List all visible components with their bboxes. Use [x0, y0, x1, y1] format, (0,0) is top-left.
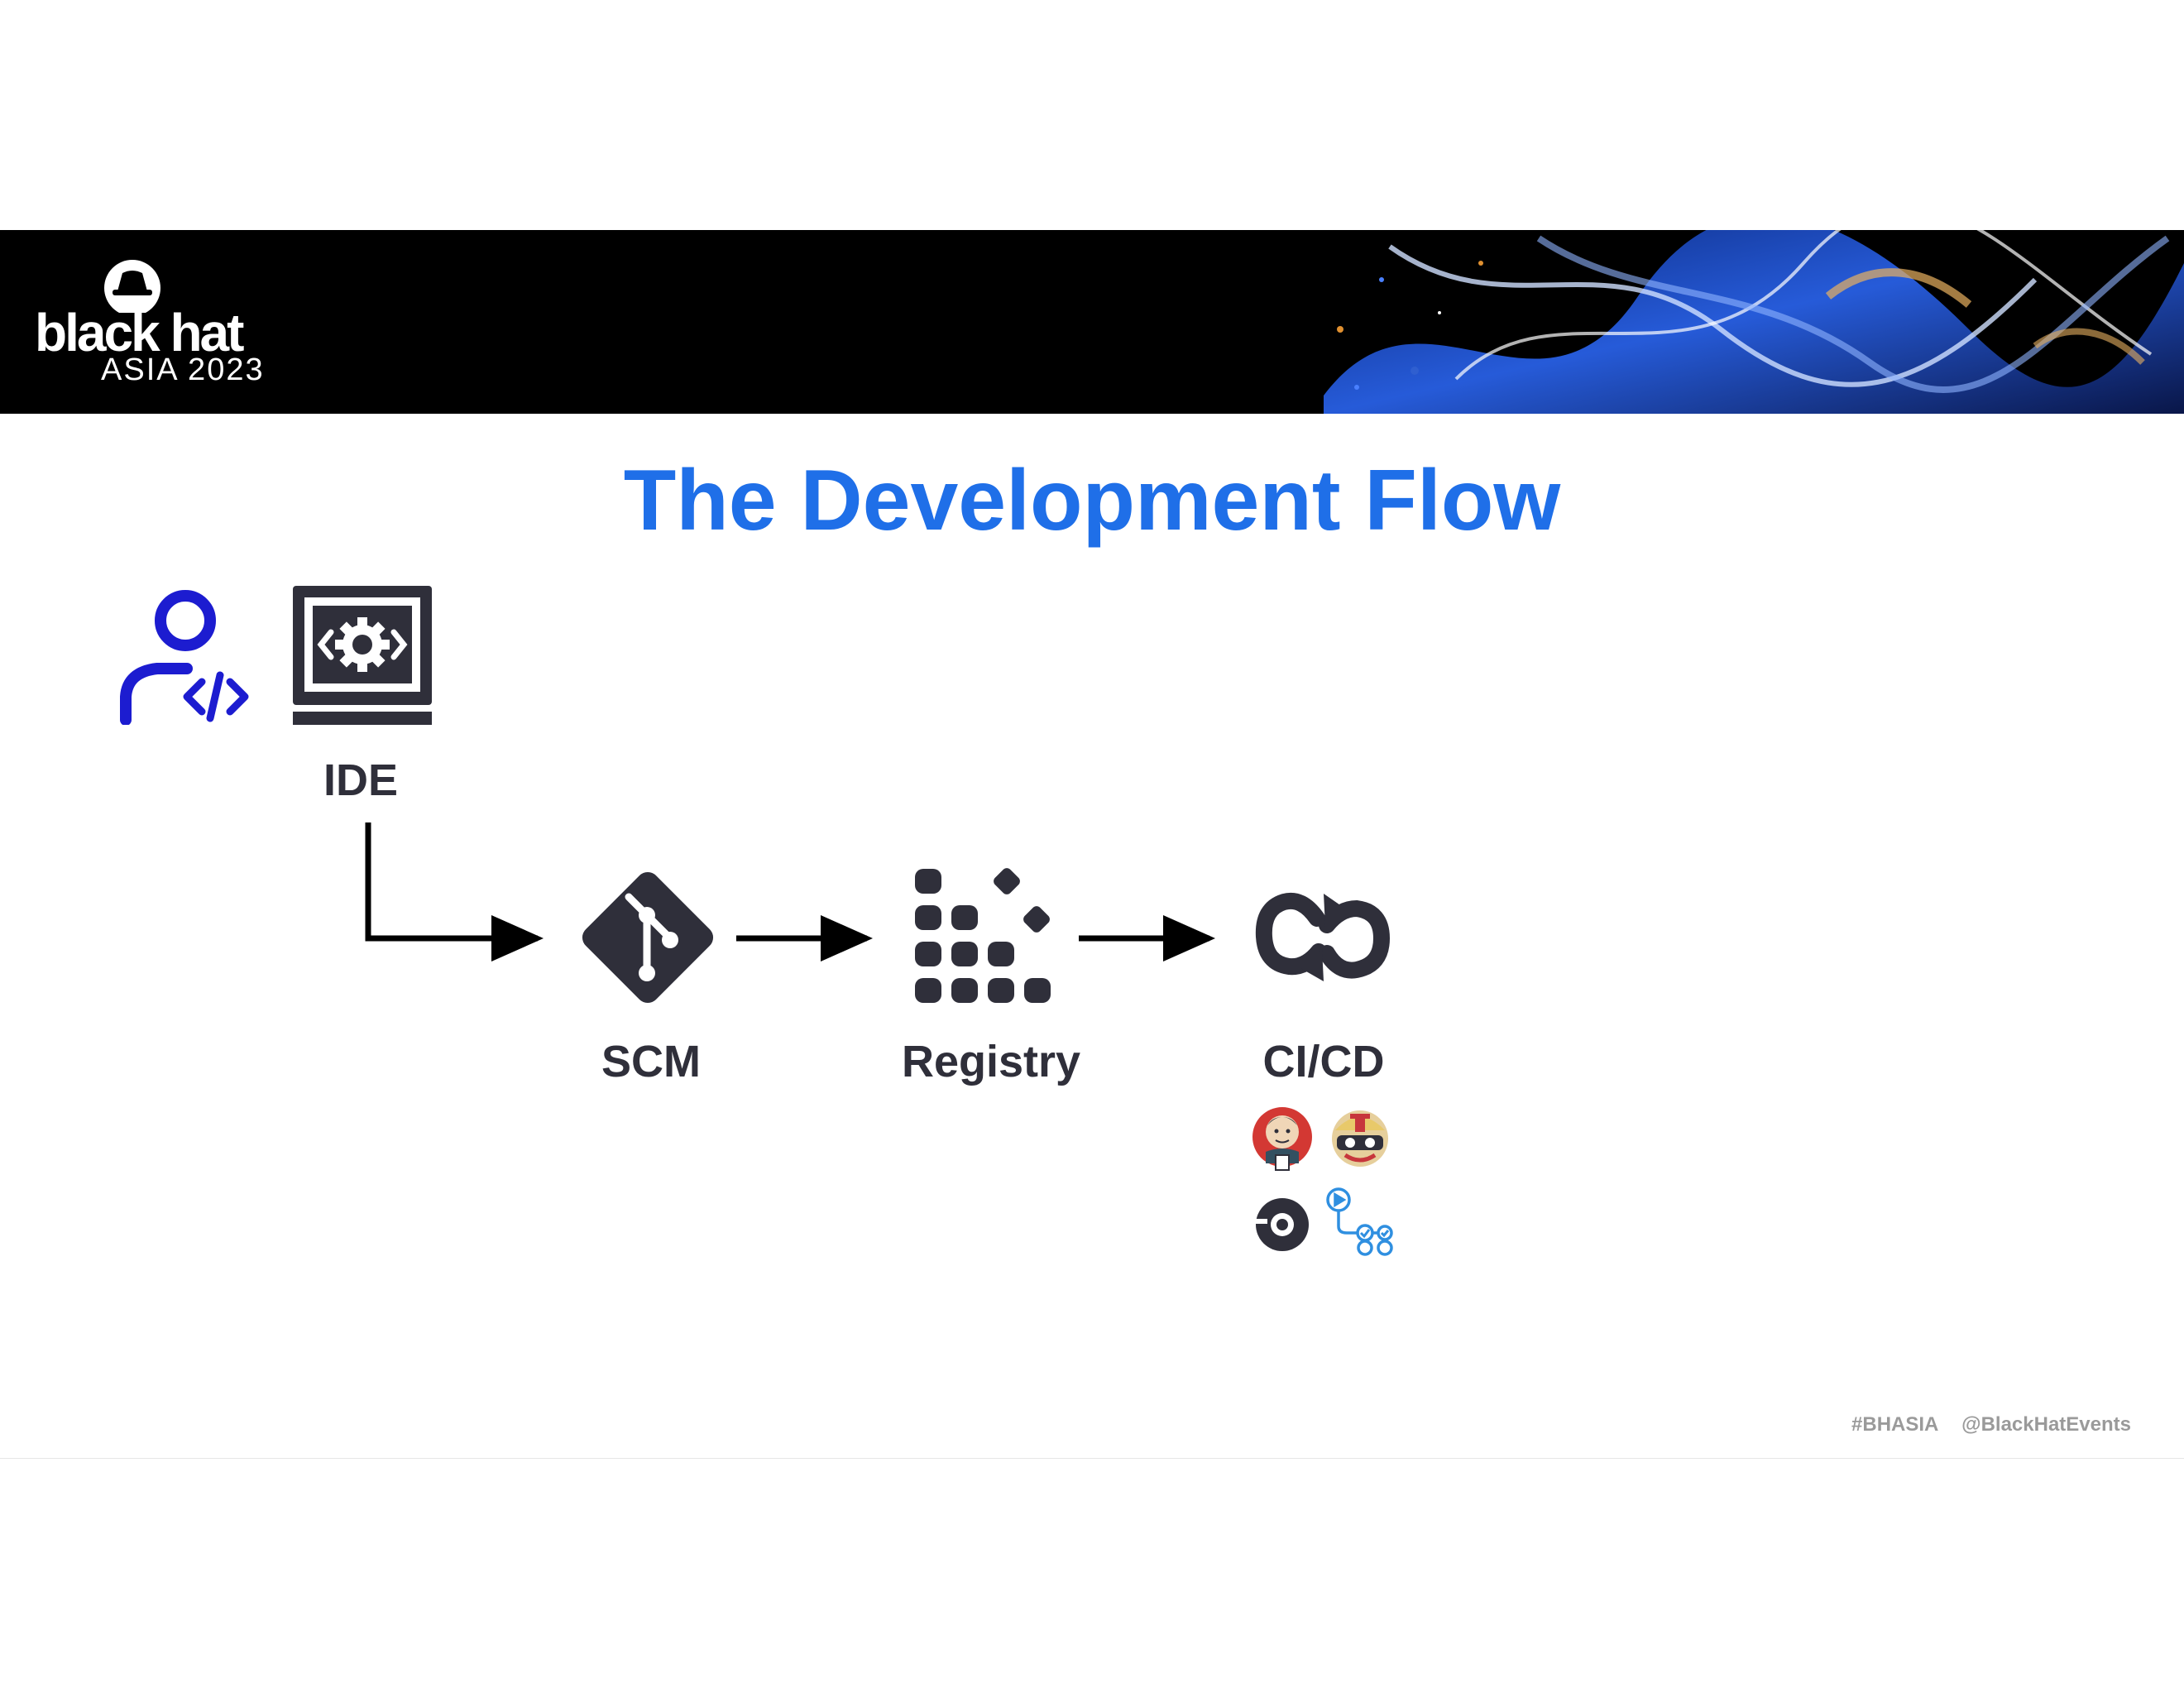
cicd-label: CI/CD [1262, 1037, 1385, 1086]
registry-icon [915, 868, 1051, 1003]
developer-icon [120, 590, 249, 725]
hat-icon [104, 260, 160, 313]
footer-handle: @BlackHatEvents [1961, 1413, 2131, 1436]
scm-label: SCM [601, 1037, 701, 1086]
registry-label: Registry [901, 1037, 1081, 1086]
black-hat-logo: black hat ASIA 2023 [33, 255, 364, 396]
ide-to-scm-arrow [365, 822, 544, 961]
abstract-smoke-art [1291, 230, 2184, 414]
bottom-divider [0, 1458, 2184, 1459]
logo-event: ASIA 2023 [101, 352, 265, 387]
cicd-loop-icon [1255, 893, 1391, 981]
jenkins-icon [1252, 1107, 1312, 1171]
travis-ci-icon [1332, 1110, 1388, 1167]
git-icon [582, 871, 714, 1004]
ide-label: IDE [323, 755, 399, 805]
logo-wordmark: black hat [35, 303, 244, 362]
footer-social: #BHASIA @BlackHatEvents [1833, 1413, 2131, 1436]
github-actions-icon [1326, 1187, 1393, 1256]
header-banner: black hat ASIA 2023 [0, 230, 2184, 414]
footer-hashtag: #BHASIA [1851, 1413, 1938, 1436]
slide-title: The Development Flow [623, 453, 1561, 549]
circleci-icon [1256, 1198, 1309, 1251]
ide-icon [293, 586, 432, 725]
